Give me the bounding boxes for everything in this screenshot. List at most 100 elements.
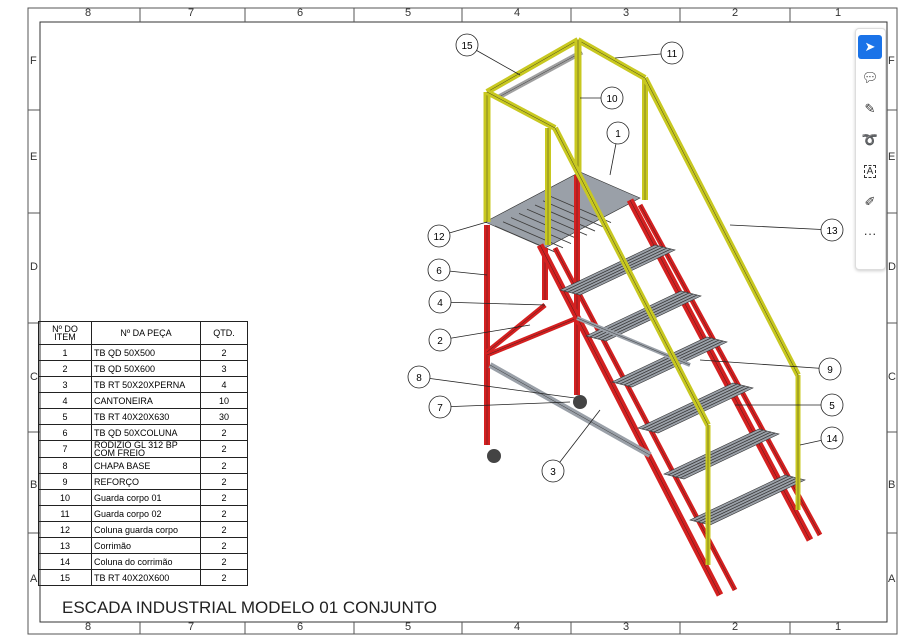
zone-row-label: A [888, 573, 896, 585]
pen-tool-button[interactable]: ✎ [858, 97, 882, 121]
part-name: Coluna guarda corpo [91, 521, 201, 538]
drawing-title: ESCADA INDUSTRIAL MODELO 01 CONJUNTO [62, 598, 438, 617]
quantity: 4 [200, 376, 248, 393]
text-box-icon: A [863, 164, 877, 178]
item-balloon: 6 [427, 258, 488, 282]
balloon-number: 5 [829, 401, 835, 412]
item-number: 8 [38, 457, 92, 474]
balloon-number: 8 [416, 373, 422, 384]
part-name: TB RT 50X20XPERNA [91, 376, 201, 393]
pen-icon: ✎ [864, 101, 876, 116]
zone-column-label: 5 [405, 7, 412, 19]
zone-row-label: C [888, 371, 896, 383]
part-name: CHAPA BASE [91, 457, 201, 474]
item-balloon: 15 [455, 33, 521, 76]
item-balloon: 4 [428, 290, 546, 314]
balloon-number: 7 [437, 403, 443, 414]
item-balloon: 7 [428, 395, 571, 419]
zone-row-label: B [888, 479, 896, 491]
balloon-number: 10 [606, 94, 618, 105]
caster-wheel [573, 395, 587, 409]
item-number: 2 [38, 360, 92, 377]
zone-column-label: 6 [297, 7, 304, 19]
item-number: 14 [38, 553, 92, 570]
item-number: 15 [38, 569, 92, 586]
annotation-toolbar: ➤ 💬︎ ✎ ➰ A ✐ ··· [855, 28, 886, 270]
item-balloon: 14 [799, 426, 844, 450]
part-name: TB QD 50X600 [91, 360, 201, 377]
item-balloon: 2 [428, 324, 531, 352]
item-number: 11 [38, 505, 92, 522]
zone-column-label: 7 [188, 621, 195, 633]
zone-column-label: 5 [405, 621, 412, 633]
item-number: 4 [38, 392, 92, 409]
part-name: Guarda corpo 01 [91, 489, 201, 506]
quantity: 2 [200, 489, 248, 506]
highlighter-tool-button[interactable]: ✐ [858, 190, 882, 214]
zone-column-label: 3 [623, 621, 630, 633]
item-number: 7 [38, 440, 92, 458]
balloon-number: 2 [437, 336, 443, 347]
part-name: TB QD 50X500 [91, 344, 201, 361]
lasso-tool-button[interactable]: ➰ [858, 128, 882, 152]
item-balloon: 1 [606, 121, 630, 176]
balloon-number: 6 [436, 266, 442, 277]
lasso-icon: ➰ [861, 132, 879, 147]
item-balloon: 8 [407, 365, 576, 399]
item-balloon: 12 [427, 221, 488, 248]
more-tools-button[interactable]: ··· [863, 225, 877, 241]
part-name: TB QD 50XCOLUNA [91, 424, 201, 441]
zone-column-label: 2 [732, 621, 739, 633]
cursor-arrow-icon: ➤ [864, 39, 876, 54]
item-number: 13 [38, 537, 92, 554]
zone-row-label: D [30, 261, 38, 273]
item-number: 3 [38, 376, 92, 393]
part-name: Coluna do corrimão [91, 553, 201, 570]
item-number: 1 [38, 344, 92, 361]
item-balloon: 3 [541, 409, 601, 483]
comment-tool-button[interactable]: 💬︎ [858, 66, 882, 90]
quantity: 2 [200, 457, 248, 474]
part-name: RODIZIO GL 312 BP COM FREIO [91, 440, 201, 458]
part-name: TB RT 40X20X600 [91, 569, 201, 586]
quantity: 2 [200, 521, 248, 538]
quantity: 2 [200, 537, 248, 554]
part-name: Corrimão [91, 537, 201, 554]
item-balloon: 5 [735, 393, 844, 417]
part-name: CANTONEIRA [91, 392, 201, 409]
header-part: Nº DA PEÇA [91, 321, 201, 345]
part-name: TB RT 40X20X630 [91, 408, 201, 425]
balloon-number: 1 [615, 129, 621, 140]
quantity: 2 [200, 473, 248, 490]
select-tool-button[interactable]: ➤ [858, 35, 882, 59]
zone-column-label: 1 [835, 621, 842, 633]
balloon-number: 14 [826, 434, 838, 445]
zone-row-label: E [888, 151, 896, 163]
quantity: 2 [200, 569, 248, 586]
balloon-number: 4 [437, 298, 443, 309]
item-balloon: 13 [729, 218, 844, 242]
zone-column-label: 6 [297, 621, 304, 633]
platform [484, 171, 641, 249]
caster-wheel [487, 449, 501, 463]
item-balloon: 11 [614, 41, 684, 65]
zone-row-label: F [888, 55, 895, 67]
balloon-number: 3 [550, 467, 556, 478]
staircase-drawing [483, 37, 823, 597]
zone-column-label: 1 [835, 7, 842, 19]
text-box-tool-button[interactable]: A [858, 159, 882, 183]
balloon-number: 13 [826, 226, 838, 237]
zone-column-label: 7 [188, 7, 195, 19]
balloon-number: 15 [461, 41, 473, 52]
